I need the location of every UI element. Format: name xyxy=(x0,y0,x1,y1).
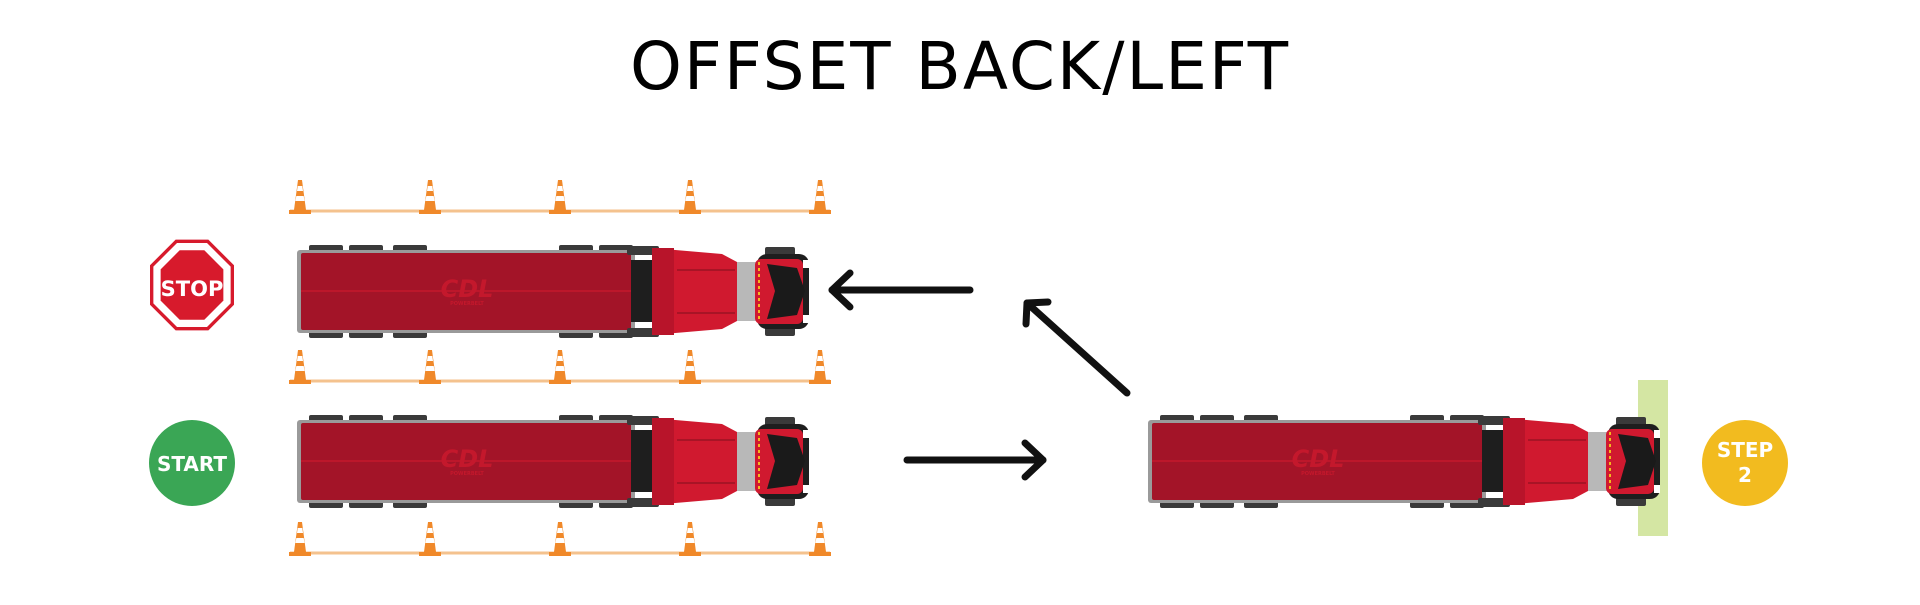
truck-logo: CDL xyxy=(1292,445,1345,473)
traffic-cone-icon xyxy=(419,522,441,556)
truck-logo: CDL xyxy=(441,445,494,473)
truck-logo-sub: POWERBELT xyxy=(1301,471,1335,477)
arrow-icon xyxy=(1022,298,1131,397)
truck-top: CDL POWERBELT xyxy=(296,244,810,339)
truck-logo: CDL xyxy=(441,275,494,303)
page-title: OFFSET BACK/LEFT xyxy=(629,28,1291,105)
traffic-cone-icon xyxy=(679,350,701,384)
traffic-cone-icon xyxy=(809,350,831,384)
truck-logo-sub: POWERBELT xyxy=(450,301,484,307)
traffic-cone-icon xyxy=(549,180,571,214)
traffic-cone-icon xyxy=(289,180,311,214)
truck-logo-sub: POWERBELT xyxy=(450,471,484,477)
traffic-cone-icon xyxy=(419,180,441,214)
stop-badge: STOP xyxy=(150,239,235,331)
traffic-cone-icon xyxy=(419,350,441,384)
start-label: START xyxy=(157,452,227,476)
arrow-icon xyxy=(903,439,1047,481)
step-label: STEP xyxy=(1717,438,1773,462)
traffic-cone-icon xyxy=(809,180,831,214)
traffic-cone-icon xyxy=(289,522,311,556)
arrow-icon xyxy=(828,269,974,311)
start-badge: START xyxy=(149,420,235,506)
truck-bottom: CDL POWERBELT xyxy=(296,414,810,509)
traffic-cone-icon xyxy=(549,350,571,384)
truck-right: CDL POWERBELT xyxy=(1147,414,1661,509)
traffic-cone-icon xyxy=(549,522,571,556)
step-number: 2 xyxy=(1738,463,1752,487)
traffic-cone-icon xyxy=(809,522,831,556)
traffic-cone-icon xyxy=(289,350,311,384)
cone-row-middle xyxy=(289,350,831,384)
cone-row-bottom xyxy=(289,522,831,556)
traffic-cone-icon xyxy=(679,180,701,214)
traffic-cone-icon xyxy=(679,522,701,556)
stop-label: STOP xyxy=(161,277,224,301)
cone-row-top xyxy=(289,180,831,214)
step-badge: STEP 2 xyxy=(1702,420,1788,506)
